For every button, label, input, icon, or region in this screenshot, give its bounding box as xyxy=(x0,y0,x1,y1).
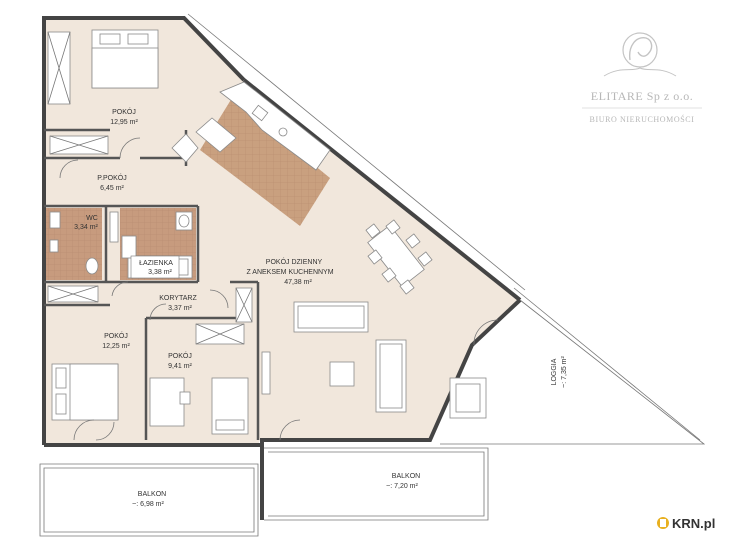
loggia-table xyxy=(449,377,487,419)
area-korytarz: 3,37 m² xyxy=(168,305,192,312)
kitchen-counter xyxy=(219,81,331,171)
label-pokoj2: POKÓJ xyxy=(104,331,128,340)
tv-unit xyxy=(261,351,271,395)
wardrobe-hall xyxy=(49,135,109,155)
area-balkon2: ~: 6,98 m² xyxy=(132,501,164,508)
wc-fixtures xyxy=(49,211,99,275)
outer-wall-loggia xyxy=(260,298,522,520)
coffee-table xyxy=(329,361,355,387)
area-loggia: ~: 7,35 m² xyxy=(561,355,568,387)
loggia-inner-line xyxy=(513,287,701,441)
desk-bedroom3 xyxy=(149,377,191,427)
label-loggia: LOGGIA xyxy=(551,358,558,385)
wardrobe-bedroom3 xyxy=(195,323,245,345)
label-lazienka: ŁAZIENKA xyxy=(139,260,173,267)
brand-name: ELITARE Sp z o.o. xyxy=(591,89,694,103)
area-pokoj3: 9,41 m² xyxy=(168,363,192,370)
label-dzienny-line1: POKÓJ DZIENNY xyxy=(266,257,323,266)
balcony-right xyxy=(264,447,489,521)
area-pokoj1: 12,95 m² xyxy=(110,119,138,126)
bathroom-sink xyxy=(109,211,193,259)
wardrobe-corridor xyxy=(47,285,99,303)
area-ppokoj: 6,45 m² xyxy=(100,185,124,192)
brand-subtitle: BIURO NIERUCHOMOŚCI xyxy=(590,114,695,124)
area-lazienka: 3,38 m² xyxy=(148,269,172,276)
wardrobe-living xyxy=(235,287,253,323)
area-balkon1: ~: 7,20 m² xyxy=(386,483,418,490)
diagonal-facade-line xyxy=(187,13,526,291)
bed-bedroom1 xyxy=(91,29,159,89)
brand-logo-icon xyxy=(603,32,677,77)
doors xyxy=(59,137,499,441)
krn-watermark: KRN.pl xyxy=(672,516,715,531)
apartment-floor xyxy=(44,18,520,445)
label-balkon2: BALKON xyxy=(138,491,166,498)
kitchen-island xyxy=(195,117,237,153)
label-wc: WC xyxy=(86,215,98,222)
corner-shower xyxy=(171,133,199,163)
kitchen-tile-strip xyxy=(200,98,330,226)
label-ppokoj: P.POKÓJ xyxy=(97,173,126,182)
balcony-left xyxy=(39,463,259,537)
krn-logo-icon xyxy=(657,517,669,529)
lazienka-label-box xyxy=(130,255,180,279)
area-dzienny: 47,38 m² xyxy=(284,279,312,286)
sofa-right xyxy=(375,339,407,413)
label-balkon1: BALKON xyxy=(392,473,420,480)
label-dzienny-line2: Z ANEKSEM KUCHENNYM xyxy=(246,269,333,276)
label-korytarz: KORYTARZ xyxy=(159,295,197,302)
dining-table xyxy=(365,219,433,295)
outer-wall xyxy=(42,16,246,445)
label-pokoj1: POKÓJ xyxy=(112,107,136,116)
bed-bedroom2 xyxy=(51,363,119,421)
outer-wall-diagonal xyxy=(242,78,522,302)
sofa-top xyxy=(293,301,369,333)
area-wc: 3,34 m² xyxy=(74,224,98,231)
wardrobe-bedroom1 xyxy=(47,31,71,105)
area-pokoj2: 12,25 m² xyxy=(102,343,130,350)
label-pokoj3: POKÓJ xyxy=(168,351,192,360)
loggia-floor xyxy=(440,305,702,445)
bed-bedroom3 xyxy=(211,377,249,435)
loggia-outline xyxy=(440,299,706,445)
